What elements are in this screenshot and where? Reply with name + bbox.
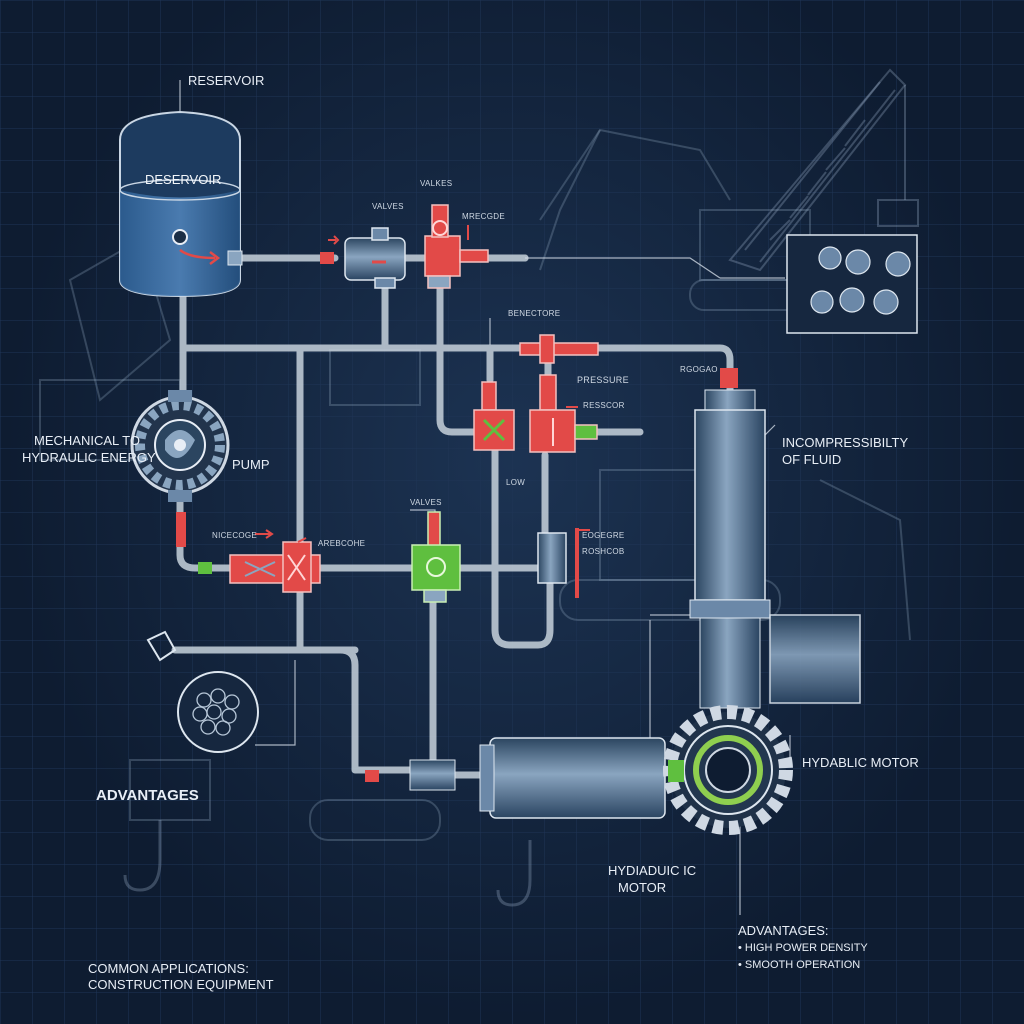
molecule-inset [786, 234, 918, 334]
valve-red-mid [519, 334, 599, 364]
right-note2: ROSHCOB [582, 547, 625, 556]
crane-icon [728, 68, 919, 272]
valves-top-upper-label: VALKES [420, 179, 453, 188]
valves-top-label: VALVES [372, 202, 404, 211]
advantages-left-label: ADVANTAGES [96, 787, 199, 804]
callout-lines [179, 80, 791, 915]
mechanical-label-line2: HYDRAULIC ENERGY [22, 450, 156, 465]
fluid-inset [177, 671, 259, 753]
pump-label: PUMP [232, 457, 270, 472]
reservoir-inner-label: DESERVOIR [145, 172, 222, 187]
advantages-right-label: ADVANTAGES: [738, 923, 829, 938]
hydraulic-motor-lower-label-line2: MOTOR [618, 880, 667, 895]
right-note1: EOGEGRE [582, 531, 625, 540]
advantage-item-1: • HIGH POWER DENSITY [738, 942, 868, 954]
directional-valve-red [229, 541, 321, 593]
vertical-cylinder [689, 368, 771, 720]
reservoir-callout-label: RESERVOIR [188, 73, 265, 88]
hydraulic-motor-right-label: HYDABLIC MOTOR [802, 755, 919, 770]
hook-icon [123, 820, 532, 907]
pressure-label: PRESSURE [577, 375, 629, 385]
pressure-sub-label: RESSCOR [583, 401, 625, 410]
mechanical-label-line1: MECHANICAL TO [34, 433, 140, 448]
applications-label-line1: COMMON APPLICATIONS: [88, 961, 249, 976]
flow-label: LOW [506, 478, 526, 487]
incompressibility-label-line1: INCOMPRESSIBILTY [782, 435, 909, 450]
pump-out-note2: AREBCOHE [318, 539, 366, 548]
hydraulic-motor-lower-label-line1: HYDIADUIC IC [608, 863, 697, 878]
check-valve [537, 528, 579, 598]
gear-pump-icon [130, 390, 230, 502]
valves-lower-label: VALVES [410, 498, 442, 507]
pressure-plate [769, 614, 861, 704]
incompressibility-label-line2: OF FLUID [782, 452, 842, 467]
valve-mid-note: BENECTORE [508, 309, 561, 318]
gear-motor-icon [663, 705, 793, 835]
cylinder-top-note: RGOGAO [680, 365, 718, 374]
advantage-item-2: • SMOOTH OPERATION [738, 959, 861, 971]
valve-red-top [424, 204, 489, 289]
pressure-valve-left [473, 381, 515, 451]
pressure-valve-right [529, 374, 598, 453]
valve-green [411, 511, 461, 603]
pump-out-note1: NICECOGE [212, 531, 258, 540]
applications-label-line2: CONSTRUCTION EQUIPMENT [88, 977, 274, 992]
horizontal-cylinder [365, 737, 700, 819]
valve-top-note: MRECGDE [462, 212, 505, 221]
tank-icon [119, 110, 241, 298]
